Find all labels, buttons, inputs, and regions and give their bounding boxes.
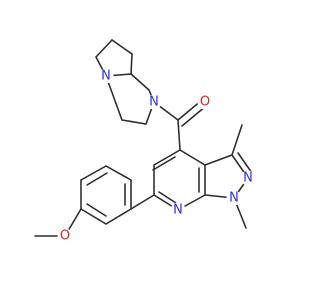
atom-label: N — [101, 69, 111, 84]
bond — [86, 203, 107, 217]
nitrogen-pyrazole-n2-atom: N — [240, 170, 256, 186]
bond — [111, 39, 133, 55]
bond — [130, 53, 133, 75]
nitrogen-pyrazole-n1-atom: N — [226, 190, 242, 206]
bond — [179, 149, 206, 166]
label-backdrop — [240, 170, 256, 186]
atom-labels: N N O N N N O — [57, 68, 256, 244]
bond — [177, 119, 181, 151]
atom-label: O — [200, 95, 210, 110]
bond — [181, 105, 207, 127]
bond — [231, 124, 243, 156]
molecule-canvas: N N O N N N O — [34, 39, 256, 244]
atom-label: N — [229, 191, 239, 206]
bond — [152, 156, 176, 171]
bond — [105, 208, 132, 225]
bond — [237, 152, 253, 174]
oxygen-carbonyl-atom: O — [197, 94, 213, 110]
bond — [153, 149, 181, 166]
label-backdrop — [197, 94, 213, 110]
bond — [80, 165, 107, 181]
atom-label: N — [149, 95, 159, 110]
bond — [80, 208, 107, 225]
bond — [95, 39, 113, 58]
bond — [121, 119, 147, 125]
label-backdrop — [98, 68, 114, 84]
atom-label: N — [173, 203, 183, 218]
bond — [105, 75, 123, 121]
bond — [130, 194, 155, 210]
structure-diagram: N N O N N N O — [34, 39, 256, 244]
bond — [204, 154, 233, 166]
bond — [86, 172, 108, 186]
atom-label: N — [243, 171, 253, 186]
label-backdrop — [146, 94, 162, 110]
nitrogen-pyrrolidine-atom: N — [98, 68, 114, 84]
atom-label: O — [60, 229, 70, 244]
bonds — [34, 39, 253, 237]
label-backdrop — [57, 228, 73, 244]
bond — [105, 165, 132, 181]
bond — [158, 191, 177, 204]
nitrogen-piperazine-atom: N — [146, 94, 162, 110]
bond — [130, 73, 150, 91]
nitrogen-pyridine-atom: N — [170, 202, 186, 218]
label-backdrop — [226, 190, 242, 206]
oxygen-methoxy-atom: O — [57, 228, 73, 244]
label-backdrop — [170, 202, 186, 218]
